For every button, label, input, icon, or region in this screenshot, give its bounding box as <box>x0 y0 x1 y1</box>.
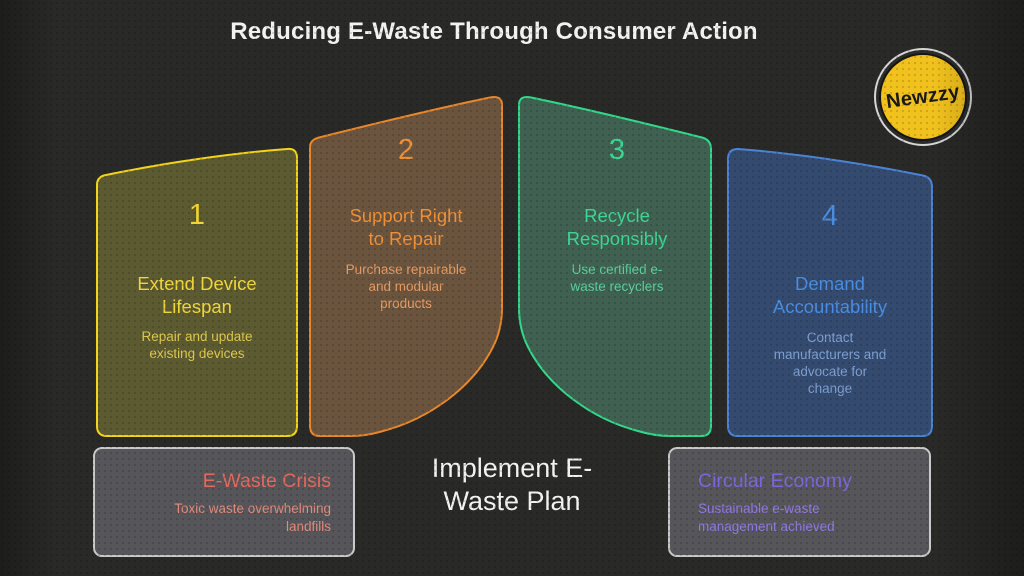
step-4-panel-shape <box>727 148 933 437</box>
step-2-description: Purchase repairable and modular products <box>345 262 467 311</box>
step-3-description: Use certified e-waste recyclers <box>570 262 664 294</box>
step-2-heading: Support Right to Repair <box>349 205 463 249</box>
ewaste-crisis-box: E-Waste Crisis Toxic waste overwhelming … <box>93 447 355 557</box>
step-3-number: 3 <box>608 134 626 166</box>
ewaste-crisis-description: Toxic waste overwhelming landfills <box>174 501 331 534</box>
step-4-heading: Demand Accountability <box>772 273 888 317</box>
step-3-panel-shape <box>518 96 712 437</box>
step-1-description: Repair and update existing devices <box>141 329 253 361</box>
step-2-number: 2 <box>397 134 415 166</box>
circular-economy-box: Circular Economy Sustainable e-waste man… <box>668 447 931 557</box>
step-4-number: 4 <box>821 200 839 232</box>
step-3-heading: Recycle Responsibly <box>566 205 668 249</box>
step-2-panel-shape <box>309 96 503 437</box>
ewaste-crisis-title: E-Waste Crisis <box>202 470 331 492</box>
center-label: Implement E-Waste Plan <box>431 453 593 516</box>
page-title: Reducing E-Waste Through Consumer Action <box>230 18 758 45</box>
newzzy-logo: Newzzy <box>879 53 967 141</box>
step-4-description: Contact manufacturers and advocate for c… <box>773 330 887 396</box>
step-1-panel-shape <box>96 147 298 437</box>
step-1-number: 1 <box>188 199 206 231</box>
circular-economy-title: Circular Economy <box>698 470 852 492</box>
step-1-heading: Extend Device Lifespan <box>137 273 257 317</box>
circular-economy-description: Sustainable e-waste management achieved <box>698 501 835 534</box>
